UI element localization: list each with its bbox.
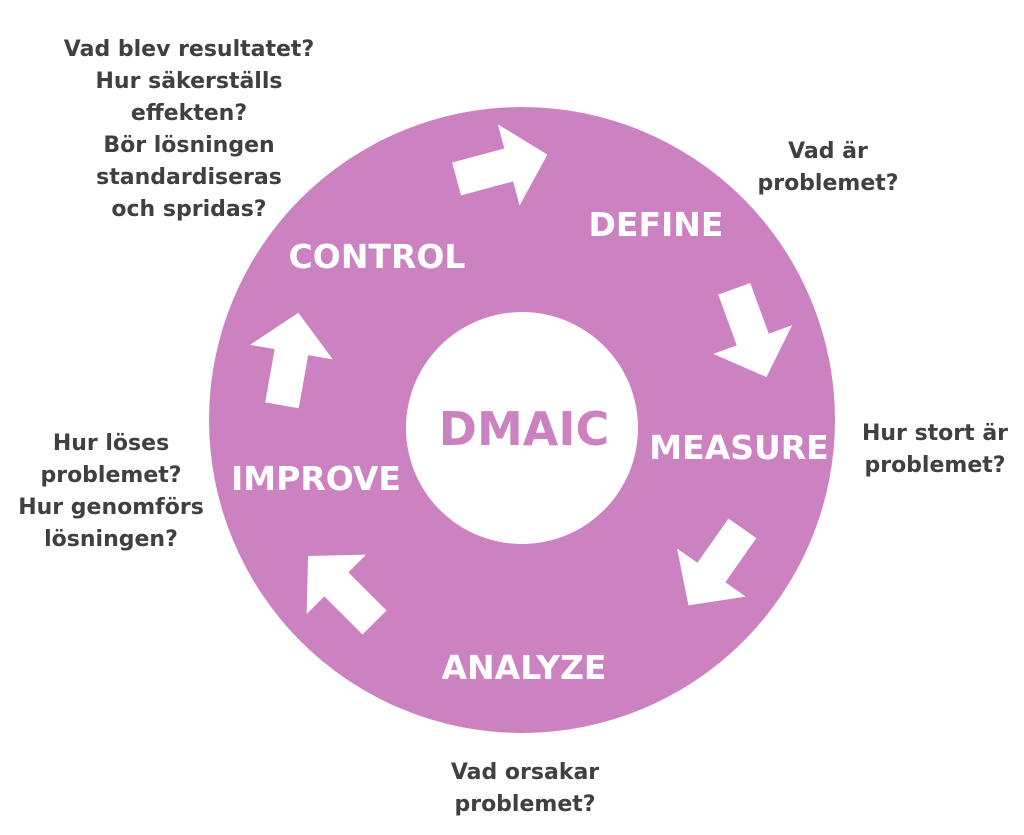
arrow-define-to-measure-icon [713,282,793,378]
analyze-questions: Vad orsakar problemet? [420,757,630,821]
stage-label-control: CONTROL [289,237,466,276]
cycle-arrows [250,124,793,635]
question-line: effekten? [130,101,248,126]
question-line: Vad orsakar [450,760,600,785]
question-line: problemet? [40,463,182,488]
question-line: Hur stort är [861,421,1009,446]
question-line: Vad är [788,139,868,164]
stage-label-improve: IMPROVE [231,459,401,498]
question-line: problemet? [454,792,596,817]
measure-questions: Hur stort är problemet? [852,418,1018,482]
define-questions: Vad är problemet? [748,136,908,200]
center-hub [406,312,638,544]
question-line: Hur säkerställs [95,69,283,94]
question-line: standardiseras [96,165,282,190]
question-line: Bör lösningen [103,133,275,158]
stage-label-define: DEFINE [589,205,724,244]
question-line: problemet? [864,453,1006,478]
arrow-control-to-define-icon [452,124,548,206]
arrow-improve-to-control-icon [250,312,333,409]
question-line: problemet? [757,171,899,196]
improve-questions: Hur löses problemet? Hur genomförs lösni… [6,428,216,556]
center-label: DMAIC [439,402,609,456]
question-line: Vad blev resultatet? [63,37,315,62]
arrow-measure-to-analyze-icon [677,518,757,606]
question-line: lösningen? [44,527,178,552]
stage-label-measure: MEASURE [649,428,828,467]
stage-label-analyze: ANALYZE [442,648,607,687]
question-line: och spridas? [111,197,267,222]
control-questions: Vad blev resultatet? Hur säkerställs eff… [48,34,330,226]
question-line: Hur löses [52,431,170,456]
arrow-analyze-to-improve-icon [306,554,387,635]
question-line: Hur genomförs [18,495,204,520]
